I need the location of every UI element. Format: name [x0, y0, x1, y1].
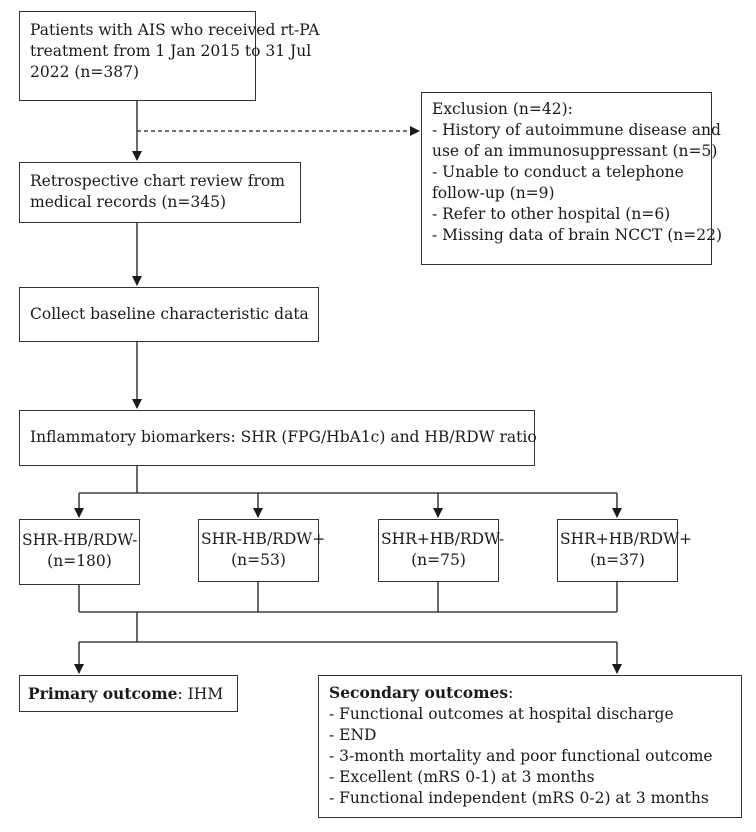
primary-outcome-title: Primary outcome	[28, 684, 178, 703]
exclusion-line-5: follow-up (n=9)	[432, 184, 555, 202]
exclusion-line-7: - Missing data of brain NCCT (n=22)	[432, 226, 723, 244]
group-3-n: (n=75)	[411, 551, 466, 569]
secondary-item-4: - Excellent (mRS 0-1) at 3 months	[329, 768, 595, 786]
patients-line-2: treatment from 1 Jan 2015 to 31 Jul	[30, 42, 312, 60]
patients-line-3: 2022 (n=387)	[30, 63, 140, 81]
exclusion-box: Exclusion (n=42): - History of autoimmun…	[421, 92, 723, 265]
group-3-label: SHR+HB/RDW-	[381, 530, 505, 548]
secondary-outcomes-title: Secondary outcomes	[329, 683, 509, 702]
group-1-n: (n=180)	[47, 552, 112, 570]
exclusion-line-4: - Unable to conduct a telephone	[432, 163, 684, 181]
primary-outcome-text: Primary outcome: IHM	[28, 683, 229, 705]
secondary-item-1: - Functional outcomes at hospital discha…	[329, 705, 674, 723]
primary-outcome-box: Primary outcome: IHM	[19, 675, 238, 712]
patients-line-1: Patients with AIS who received rt-PA	[30, 21, 320, 39]
exclusion-line-6: - Refer to other hospital (n=6)	[432, 205, 671, 223]
group-4-label: SHR+HB/RDW+	[560, 530, 692, 548]
chart-review-box: Retrospective chart review from medical …	[19, 162, 301, 223]
exclusion-line-3: use of an immunosuppressant (n=5)	[432, 142, 718, 160]
group-2-n: (n=53)	[231, 551, 286, 569]
exclusion-line-1: Exclusion (n=42):	[432, 100, 573, 118]
primary-outcome-value: : IHM	[177, 685, 224, 703]
secondary-outcomes-box: Secondary outcomes: - Functional outcome…	[318, 675, 742, 818]
group-4-n: (n=37)	[590, 551, 645, 569]
biomarkers-text: Inflammatory biomarkers: SHR (FPG/HbA1c)…	[30, 428, 537, 446]
group-box-4: SHR+HB/RDW+ (n=37)	[557, 519, 692, 582]
baseline-text: Collect baseline characteristic data	[30, 305, 309, 323]
group-2-label: SHR-HB/RDW+	[201, 530, 326, 548]
group-box-3: SHR+HB/RDW- (n=75)	[378, 519, 505, 582]
chart-review-line-2: medical records (n=345)	[30, 193, 227, 211]
chart-review-line-1: Retrospective chart review from	[30, 172, 285, 190]
biomarkers-box: Inflammatory biomarkers: SHR (FPG/HbA1c)…	[19, 410, 537, 466]
baseline-box: Collect baseline characteristic data	[19, 287, 319, 342]
secondary-outcomes-colon: :	[508, 684, 514, 702]
secondary-item-3: - 3-month mortality and poor functional …	[329, 747, 713, 765]
group-box-2: SHR-HB/RDW+ (n=53)	[198, 519, 326, 582]
secondary-outcomes-heading: Secondary outcomes:	[329, 682, 731, 704]
group-1-label: SHR-HB/RDW-	[22, 531, 138, 549]
group-box-1: SHR-HB/RDW- (n=180)	[19, 519, 140, 585]
secondary-item-2: - END	[329, 726, 377, 744]
exclusion-line-2: - History of autoimmune disease and	[432, 121, 721, 139]
secondary-item-5: - Functional independent (mRS 0-2) at 3 …	[329, 789, 709, 807]
patients-box: Patients with AIS who received rt-PA tre…	[19, 11, 320, 101]
